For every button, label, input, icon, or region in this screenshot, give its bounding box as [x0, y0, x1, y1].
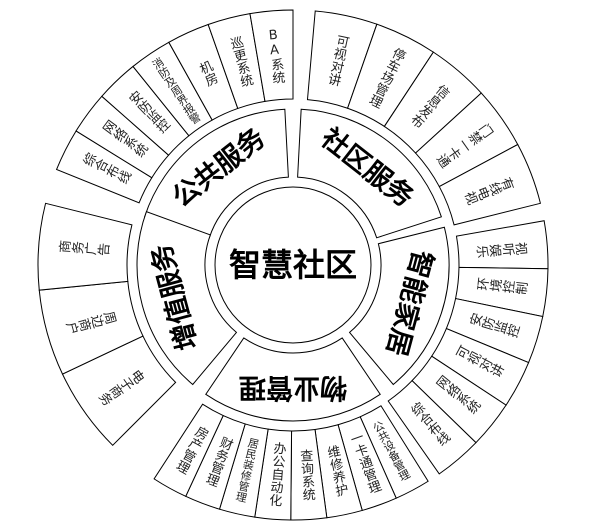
service-item-cell: [37, 202, 133, 291]
center-circle: [214, 186, 372, 344]
service-item-cell: [153, 403, 224, 498]
service-item-cell: [438, 143, 542, 226]
service-item-label: 查询系统: [296, 448, 316, 502]
property-management-sector: [205, 337, 381, 422]
service-item-cell: [387, 379, 477, 475]
service-item-cell: [249, 9, 294, 102]
smart-home-sector: [348, 226, 450, 386]
community-services-sector: [297, 108, 442, 239]
value-added-services-sector: [136, 211, 238, 386]
center-label: 智慧社区: [228, 246, 358, 284]
service-item-label: 商务广告: [57, 240, 111, 260]
property-management-label: 物业管理: [239, 371, 347, 403]
public-services-sector: [144, 108, 289, 239]
